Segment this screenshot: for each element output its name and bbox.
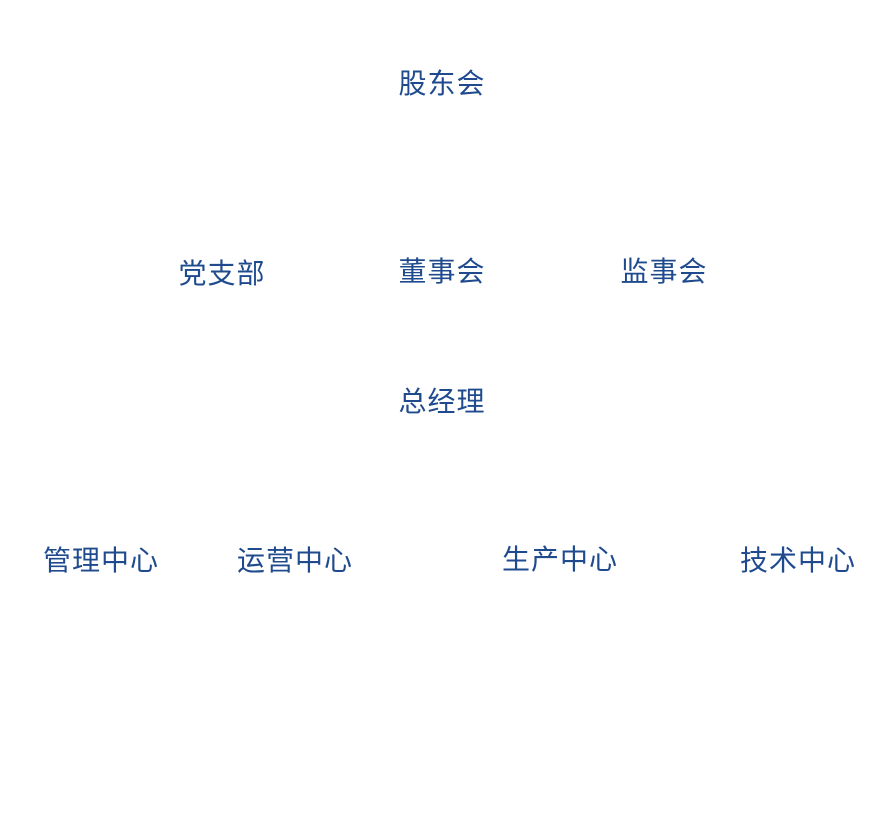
node-production-center: 生产中心 — [501, 543, 619, 576]
node-shareholders-meeting: 股东会 — [398, 67, 486, 100]
node-general-manager: 总经理 — [398, 385, 486, 418]
node-technology-center: 技术中心 — [739, 544, 857, 577]
node-party-branch: 党支部 — [178, 257, 266, 290]
node-management-center: 管理中心 — [42, 544, 160, 577]
node-board-of-supervisors: 监事会 — [620, 255, 708, 288]
node-board-of-directors: 董事会 — [398, 255, 486, 288]
node-operations-center: 运营中心 — [236, 544, 354, 577]
